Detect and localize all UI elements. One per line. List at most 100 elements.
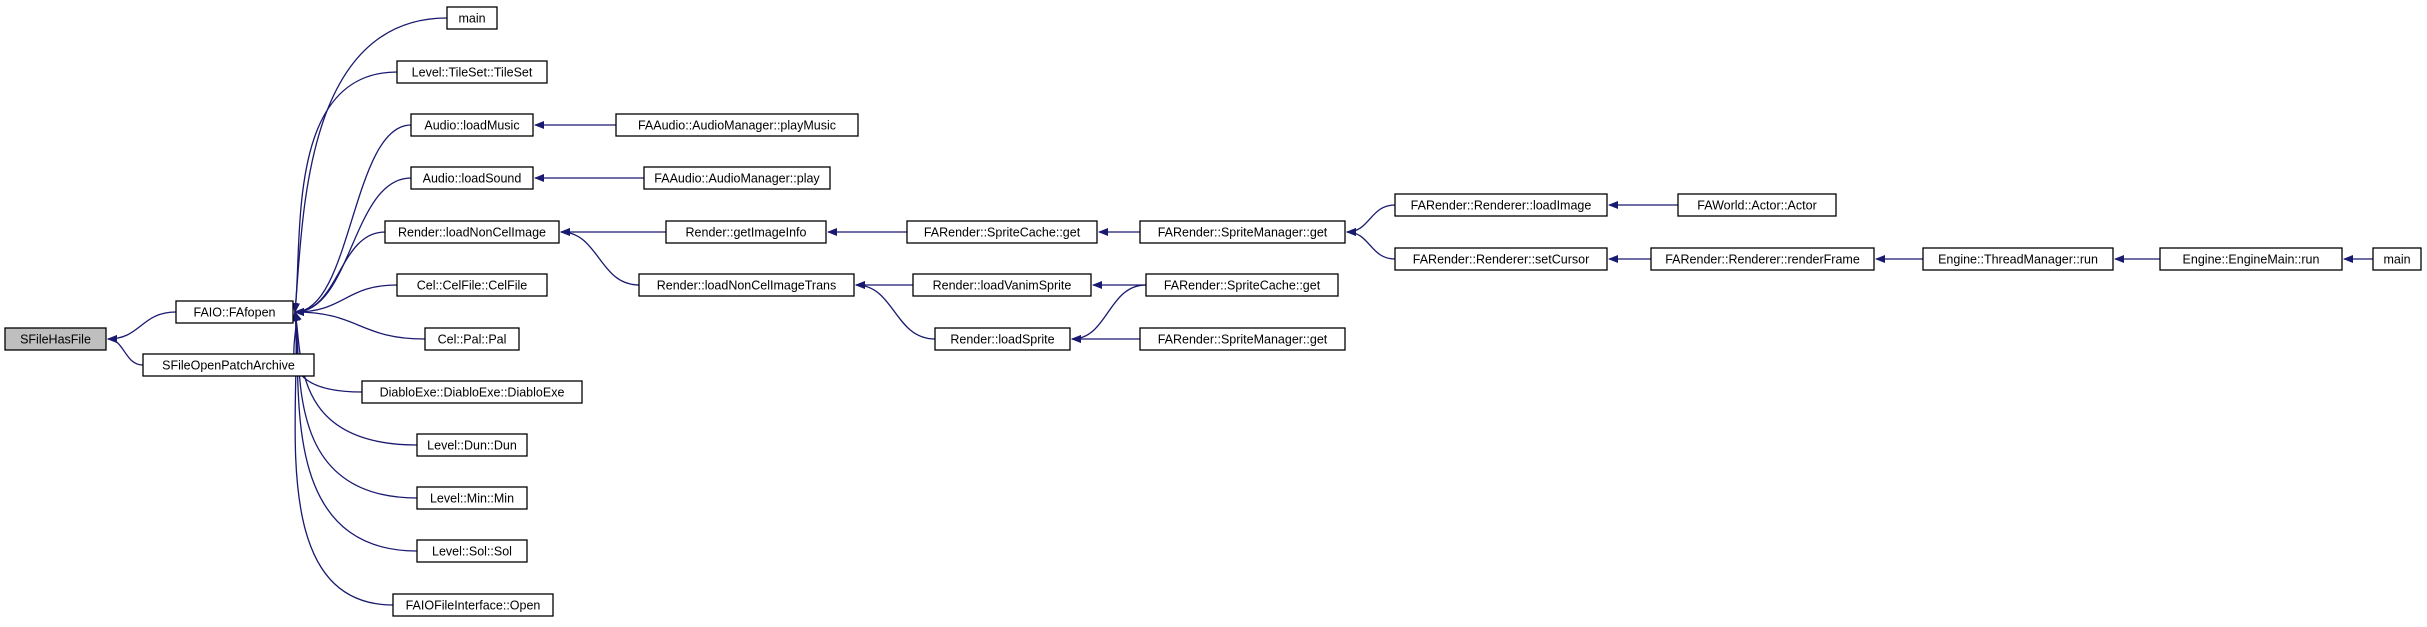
edge-render-loadnoncelimagetrans-to-render-loadnoncelimage (560, 228, 640, 286)
edge-level-tileset-tileset-to-faio-fafopen (292, 71, 398, 313)
node-label: Engine::EngineMain::run (2183, 253, 2320, 267)
node-engine-enginemain-run[interactable]: Engine::EngineMain::run (2159, 247, 2343, 271)
node-farender-renderer-renderframe[interactable]: FARender::Renderer::renderFrame (1650, 247, 1875, 271)
node-label: FAAudio::AudioManager::playMusic (638, 119, 836, 133)
node-box (392, 593, 554, 617)
edge-sfileopenpatcharchive-to-sfilehasfile (107, 335, 144, 366)
node-box (416, 539, 528, 563)
edge-main-to-faio-fafopen (291, 17, 448, 313)
node-farender-renderer-loadimage[interactable]: FARender::Renderer::loadImage (1394, 193, 1608, 217)
node-label: Cel::Pal::Pal (438, 333, 507, 347)
node-box (1394, 247, 1608, 271)
node-box (912, 273, 1092, 297)
node-sfilehasfile[interactable]: SFileHasFile (4, 327, 107, 351)
node-diabloexe-diabloexe-diabloexe[interactable]: DiabloExe::DiabloExe::DiabloExe (361, 380, 583, 404)
node-box (361, 380, 583, 404)
edge-audio-loadmusic-to-faio-fafopen (294, 124, 412, 316)
node-label: FARender::SpriteManager::get (1158, 333, 1328, 347)
node-label: Level::Min::Min (430, 492, 514, 506)
node-level-dun-dun[interactable]: Level::Dun::Dun (416, 433, 528, 457)
node-box (2159, 247, 2343, 271)
edge-level-min-min-to-faio-fafopen (292, 311, 418, 499)
node-box (446, 6, 498, 30)
node-box (1650, 247, 1875, 271)
edge-cel-pal-pal-to-faio-fafopen (294, 308, 426, 340)
node-label: FARender::Renderer::renderFrame (1665, 253, 1860, 267)
node-render-loadsprite[interactable]: Render::loadSprite (934, 327, 1071, 351)
node-box (416, 433, 528, 457)
edge-level-dun-dun-to-faio-fafopen (292, 311, 418, 446)
node-farender-spritemanager-get[interactable]: FARender::SpriteManager::get (1139, 220, 1346, 244)
node-faworld-actor-actor[interactable]: FAWorld::Actor::Actor (1677, 193, 1837, 217)
node-cel-pal-pal[interactable]: Cel::Pal::Pal (424, 327, 520, 351)
edge-cel-celfile-celfile-to-faio-fafopen (294, 284, 398, 316)
node-audio-loadsound[interactable]: Audio::loadSound (410, 166, 534, 190)
node-label: FARender::SpriteCache::get (924, 226, 1081, 240)
node-label: FARender::SpriteCache::get (1164, 279, 1321, 293)
node-label: Cel::CelFile::CelFile (417, 279, 527, 293)
node-box (615, 113, 859, 137)
edge-level-sol-sol-to-faio-fafopen (292, 311, 418, 552)
node-faaudio-audiomanager-play[interactable]: FAAudio::AudioManager::play (643, 166, 831, 190)
edges (107, 17, 2373, 606)
node-faio-fafopen[interactable]: FAIO::FAfopen (175, 300, 294, 324)
node-label: Render::loadNonCelImageTrans (657, 279, 837, 293)
node-render-loadnoncelimage[interactable]: Render::loadNonCelImage (384, 220, 560, 244)
node-label: main (2383, 253, 2410, 267)
node-box (142, 353, 315, 377)
node-box (2372, 247, 2422, 271)
node-farender-renderer-setcursor[interactable]: FARender::Renderer::setCursor (1394, 247, 1608, 271)
node-render-loadvanimsprite[interactable]: Render::loadVanimSprite (912, 273, 1092, 297)
node-render-getimageinfo[interactable]: Render::getImageInfo (665, 220, 827, 244)
node-box (665, 220, 827, 244)
node-faiofileinterface-open[interactable]: FAIOFileInterface::Open (392, 593, 554, 617)
node-render-loadnoncelimagetrans[interactable]: Render::loadNonCelImageTrans (638, 273, 855, 297)
node-box (1139, 220, 1346, 244)
edge-farender-renderer-setcursor-to-farender-spritemanager-get (1346, 228, 1396, 260)
node-main[interactable]: main (2372, 247, 2422, 271)
node-label: FAIOFileInterface::Open (406, 599, 541, 613)
edge-faiofileinterface-open-to-faio-fafopen (291, 311, 394, 606)
node-label: FARender::Renderer::setCursor (1413, 253, 1589, 267)
node-main[interactable]: main (446, 6, 498, 30)
node-label: Level::TileSet::TileSet (412, 66, 533, 80)
node-box (1922, 247, 2114, 271)
node-label: FAAudio::AudioManager::play (654, 172, 820, 186)
node-faaudio-audiomanager-playmusic[interactable]: FAAudio::AudioManager::playMusic (615, 113, 859, 137)
node-label: Audio::loadSound (423, 172, 522, 186)
node-farender-spritecache-get[interactable]: FARender::SpriteCache::get (906, 220, 1098, 244)
node-level-min-min[interactable]: Level::Min::Min (416, 486, 528, 510)
node-label: Render::getImageInfo (686, 226, 807, 240)
node-audio-loadmusic[interactable]: Audio::loadMusic (410, 113, 534, 137)
node-sfileopenpatcharchive[interactable]: SFileOpenPatchArchive (142, 353, 315, 377)
edge-audio-loadsound-to-faio-fafopen (294, 177, 412, 316)
node-level-tileset-tileset[interactable]: Level::TileSet::TileSet (396, 60, 548, 84)
node-cel-celfile-celfile[interactable]: Cel::CelFile::CelFile (396, 273, 548, 297)
node-box (1139, 327, 1346, 351)
node-label: Render::loadNonCelImage (398, 226, 546, 240)
node-level-sol-sol[interactable]: Level::Sol::Sol (416, 539, 528, 563)
node-box (410, 113, 534, 137)
node-farender-spritemanager-get[interactable]: FARender::SpriteManager::get (1139, 327, 1346, 351)
node-box (396, 273, 548, 297)
node-label: FAIO::FAfopen (194, 306, 276, 320)
node-label: FAWorld::Actor::Actor (1697, 199, 1816, 213)
node-box (396, 60, 548, 84)
node-label: DiabloExe::DiabloExe::DiabloExe (380, 386, 565, 400)
node-label: SFileHasFile (20, 333, 91, 347)
node-engine-threadmanager-run[interactable]: Engine::ThreadManager::run (1922, 247, 2114, 271)
node-box (1677, 193, 1837, 217)
edge-farender-spritecache-get-to-render-loadsprite (1071, 284, 1147, 343)
node-farender-spritecache-get[interactable]: FARender::SpriteCache::get (1145, 273, 1339, 297)
node-label: Engine::ThreadManager::run (1938, 253, 2098, 267)
node-box (934, 327, 1071, 351)
edge-diabloexe-diabloexe-diabloexe-to-faio-fafopen (293, 311, 363, 393)
edge-faio-fafopen-to-sfilehasfile (107, 311, 177, 343)
node-label: FARender::Renderer::loadImage (1411, 199, 1592, 213)
node-box (1394, 193, 1608, 217)
node-box (638, 273, 855, 297)
node-box (906, 220, 1098, 244)
node-box (384, 220, 560, 244)
node-label: SFileOpenPatchArchive (162, 359, 295, 373)
edge-farender-renderer-loadimage-to-farender-spritemanager-get (1346, 204, 1396, 236)
